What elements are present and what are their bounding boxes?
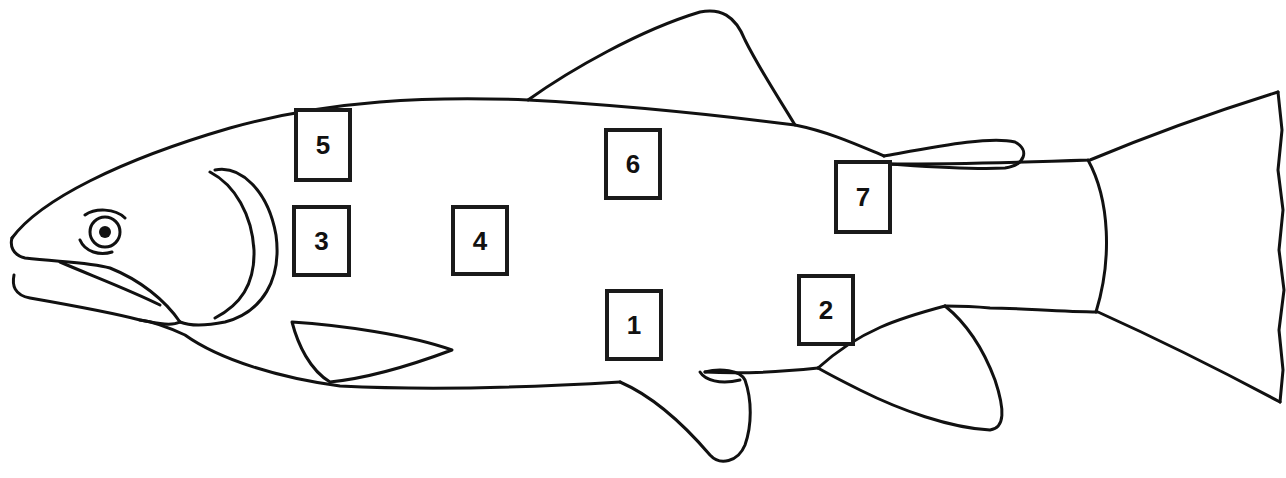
mouth-line bbox=[60, 262, 160, 305]
gill-inner bbox=[210, 172, 254, 318]
callout-number: 4 bbox=[473, 228, 487, 254]
tail-base bbox=[1088, 160, 1106, 312]
tail-bottom bbox=[945, 306, 1280, 402]
callout-number: 2 bbox=[819, 297, 833, 323]
callout-number: 3 bbox=[314, 228, 328, 254]
tail-edge bbox=[1278, 92, 1284, 402]
eye-lines bbox=[80, 210, 125, 253]
callout-number: 1 bbox=[627, 312, 641, 338]
callout-box: 6 bbox=[604, 128, 662, 200]
tail-top bbox=[890, 92, 1278, 164]
callout-box: 4 bbox=[451, 205, 509, 276]
callout-box: 2 bbox=[797, 274, 855, 346]
pupil bbox=[99, 226, 111, 238]
pelvic-fin bbox=[620, 370, 750, 461]
callout-number: 7 bbox=[856, 184, 870, 210]
callout-box: 1 bbox=[605, 289, 663, 361]
callout-number: 6 bbox=[626, 151, 640, 177]
callout-box: 3 bbox=[292, 205, 351, 277]
callout-box: 7 bbox=[834, 160, 892, 234]
back-outline bbox=[12, 99, 884, 238]
eye bbox=[90, 217, 120, 247]
callout-box: 5 bbox=[294, 108, 352, 182]
callout-number: 5 bbox=[316, 132, 330, 158]
pectoral-fin bbox=[292, 322, 452, 382]
gill-cover bbox=[180, 169, 277, 325]
lower-belly bbox=[140, 320, 620, 388]
lower-jaw bbox=[13, 275, 180, 324]
dorsal-fin bbox=[528, 11, 795, 125]
pelvic-fin-tip bbox=[700, 372, 740, 382]
